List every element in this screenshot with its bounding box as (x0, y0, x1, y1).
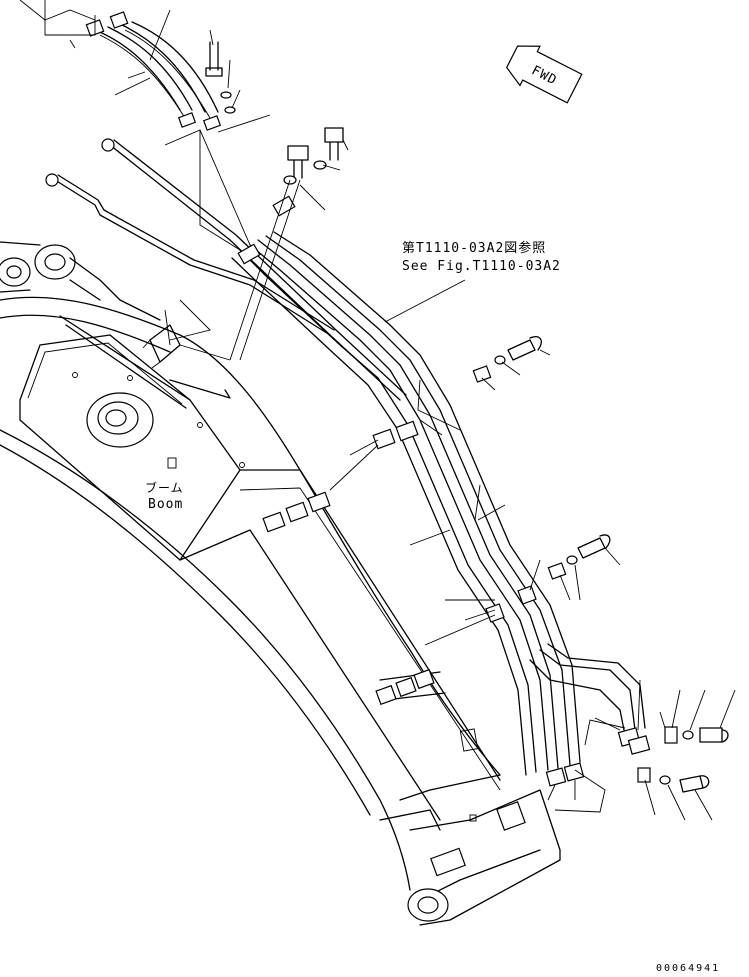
hydraulic-tubes (45, 11, 678, 787)
boom-label-jp: ブーム (145, 480, 184, 495)
fasteners (205, 41, 729, 793)
boom-label-en: Boom (148, 497, 183, 512)
leader-lines (19, 0, 736, 821)
drawing-code: 00064941 (656, 963, 720, 974)
reference-jp: 第T1110-03A2図参照 (402, 240, 546, 256)
fwd-arrow: FWD (505, 45, 583, 104)
boom-structure (0, 241, 561, 926)
reference-en: See Fig.T1110-03A2 (402, 259, 561, 274)
